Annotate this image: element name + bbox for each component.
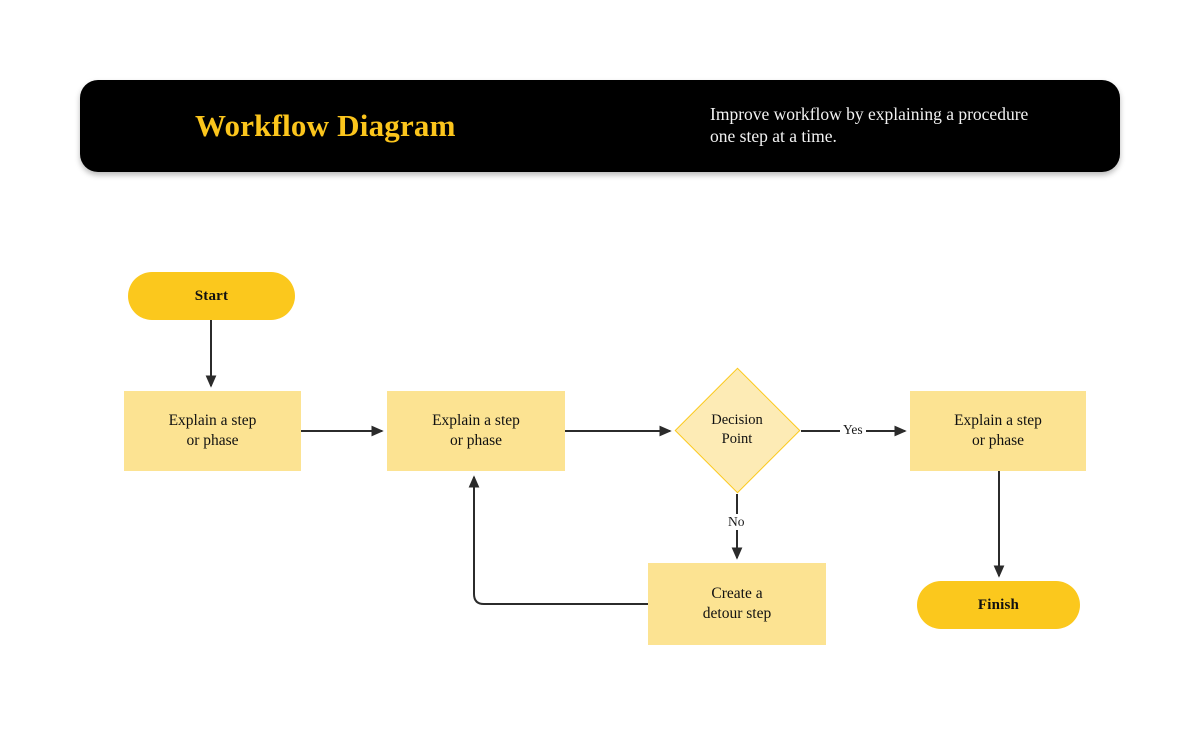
node-step-2-label: Explain a step or phase [432,411,520,452]
node-step-1-label: Explain a step or phase [169,411,257,452]
node-finish[interactable]: Finish [917,581,1080,629]
header-banner: Workflow Diagram Improve workflow by exp… [80,80,1120,172]
node-finish-label: Finish [977,596,1020,613]
edge-label-no: No [725,514,748,530]
node-decision-line2: Point [721,431,753,447]
node-detour-line1: Create a [711,584,763,602]
node-detour-line2: detour step [702,605,772,622]
node-step-1-line2: or phase [186,432,239,449]
node-step-3-line2: or phase [971,432,1025,449]
node-step-1-line1: Explain a step [168,411,257,429]
node-detour-step[interactable]: Create a detour step [648,563,826,645]
node-step-2[interactable]: Explain a step or phase [387,391,565,471]
node-start[interactable]: Start [128,272,295,320]
node-step-1[interactable]: Explain a step or phase [124,391,301,471]
node-decision-point[interactable]: Decision Point [674,367,800,493]
edge-label-yes: Yes [840,422,866,438]
node-decision-line1: Decision [711,412,763,429]
node-decision-label: Decision Point [674,367,800,493]
node-step-3-line1: Explain a step [954,411,1042,429]
node-start-label: Start [194,287,229,304]
page-title: Workflow Diagram [195,108,456,143]
node-step-2-line2: or phase [449,432,503,449]
node-step-3-label: Explain a step or phase [954,411,1042,452]
node-step-3[interactable]: Explain a step or phase [910,391,1086,471]
node-detour-label: Create a detour step [703,584,771,625]
connector-detour-to-step2 [468,475,648,605]
header-subtitle: Improve workflow by explaining a procedu… [710,104,1029,147]
node-step-2-line1: Explain a step [432,411,520,429]
